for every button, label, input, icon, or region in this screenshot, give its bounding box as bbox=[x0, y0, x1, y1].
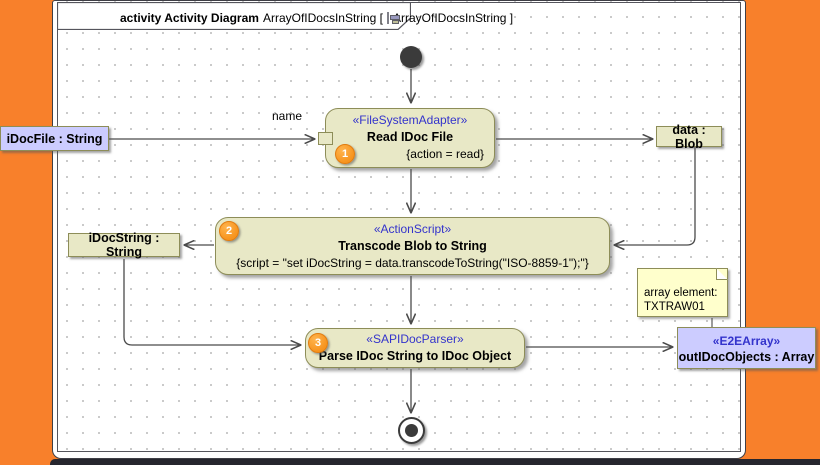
note-line: TXTRAW01 bbox=[644, 301, 705, 313]
frame-context-name: ArrayOfIDocsInString ] bbox=[393, 11, 514, 25]
pin-edge-label: name bbox=[272, 109, 303, 123]
edge-data-to-transcode[interactable] bbox=[614, 147, 696, 245]
action-stereotype: «FileSystemAdapter» bbox=[352, 113, 468, 127]
note-fold-icon bbox=[716, 268, 728, 280]
object-node-label: iDocFile : String bbox=[6, 131, 103, 146]
action-transcode-blob-to-string[interactable]: «ActionScript» Transcode Blob to String … bbox=[215, 217, 610, 275]
frame-tab-shape bbox=[56, 1, 412, 31]
initial-node[interactable] bbox=[400, 46, 422, 68]
action-stereotype: «SAPIDocParser» bbox=[366, 332, 464, 346]
object-node-idocfile[interactable]: iDocFile : String bbox=[0, 126, 109, 151]
action-tag: {action = read} bbox=[406, 147, 484, 161]
input-pin-name[interactable] bbox=[318, 132, 333, 145]
object-node-stereotype: «E2EArray» bbox=[712, 333, 781, 348]
edge-idocstring-to-parse[interactable] bbox=[123, 259, 301, 345]
object-node-outidocobjects[interactable]: «E2EArray» outIDocObjects : Array bbox=[677, 327, 816, 369]
step-badge-2: 2 bbox=[219, 221, 239, 241]
frame-title-tab[interactable]: activity Activity Diagram ArrayOfIDocsIn… bbox=[56, 1, 513, 31]
object-node-data-blob[interactable]: data : Blob bbox=[656, 123, 722, 151]
activity-diagram-icon bbox=[387, 12, 400, 24]
object-node-label: outIDocObjects : Array bbox=[678, 349, 815, 364]
activity-final-node[interactable] bbox=[398, 417, 425, 444]
taskbar-edge bbox=[50, 459, 820, 465]
object-node-label: iDocString : String bbox=[88, 231, 160, 259]
object-node-label: data : Blob bbox=[672, 122, 706, 151]
note-line: array element: bbox=[644, 287, 718, 299]
activity-final-node-inner bbox=[405, 424, 418, 437]
action-name: Parse IDoc String to IDoc Object bbox=[318, 349, 512, 363]
action-name: Read IDoc File bbox=[366, 130, 454, 144]
step-badge-1: 1 bbox=[335, 144, 355, 164]
action-tag: {script = "set iDocString = data.transco… bbox=[236, 256, 589, 270]
action-stereotype: «ActionScript» bbox=[373, 222, 452, 236]
note-array-element[interactable]: array element: TXTRAW01 bbox=[637, 268, 728, 317]
action-name: Transcode Blob to String bbox=[338, 239, 487, 253]
action-parse-idoc-string[interactable]: «SAPIDocParser» Parse IDoc String to IDo… bbox=[305, 328, 525, 368]
object-node-idocstring[interactable]: iDocString : String bbox=[68, 231, 180, 259]
step-badge-3: 3 bbox=[308, 333, 328, 353]
frame-diagram-name: ArrayOfIDocsInString [ bbox=[262, 11, 383, 25]
frame-kind-label: activity Activity Diagram bbox=[120, 11, 259, 25]
